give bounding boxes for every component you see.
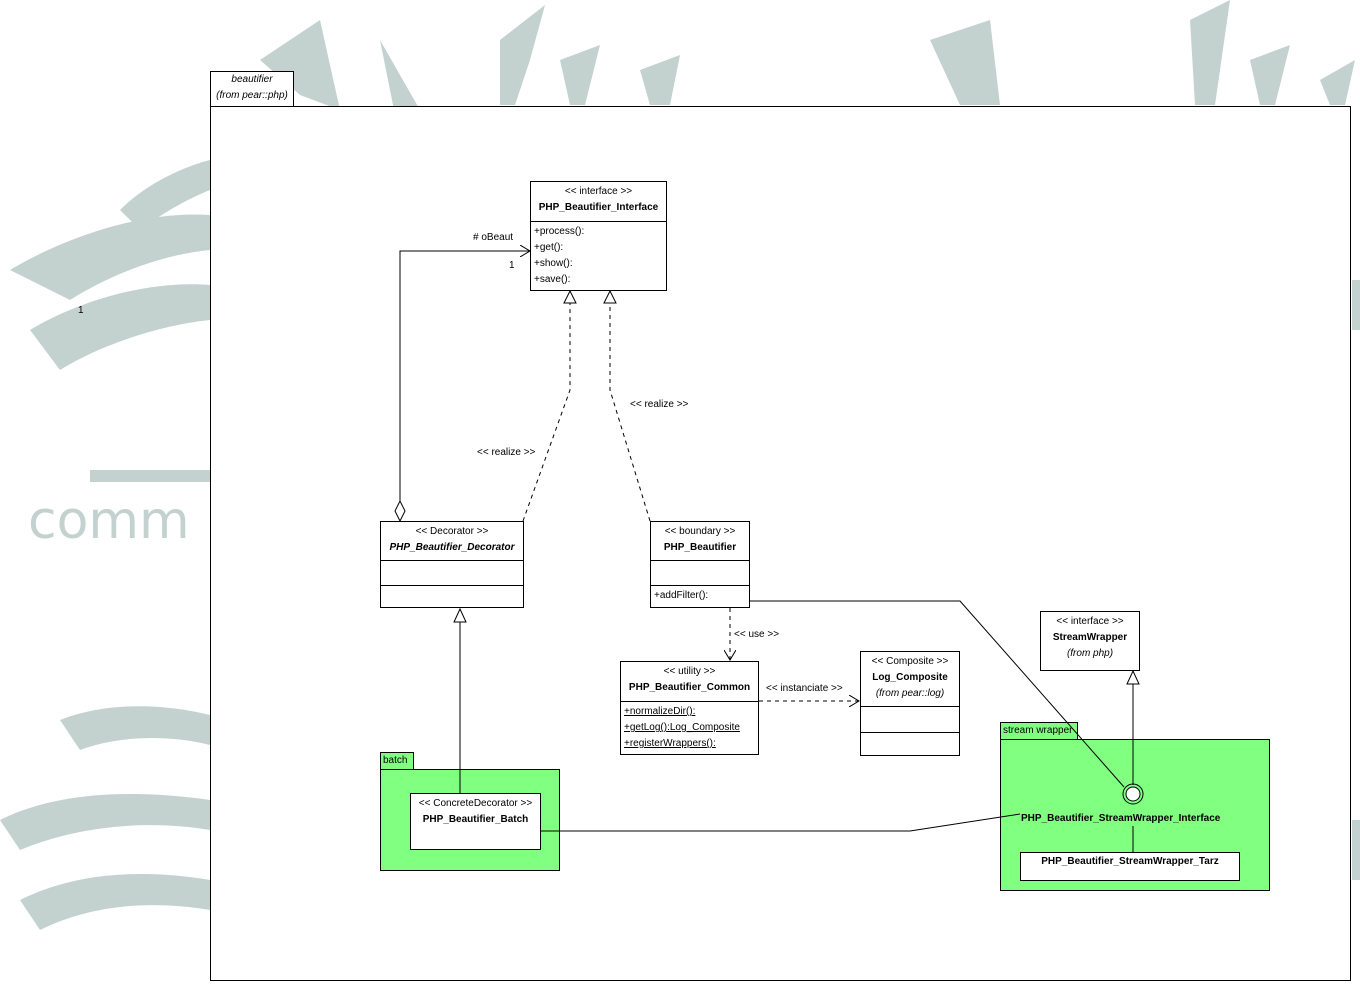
aggregation-line xyxy=(399,251,530,504)
class-origin: (from php) xyxy=(1066,648,1114,659)
beautifier-to-interface-line xyxy=(750,600,1125,788)
class-origin: (from pear::log) xyxy=(875,688,945,699)
operation: +normalizeDir(): xyxy=(624,706,696,717)
aggregation-diamond xyxy=(394,499,406,523)
class-php-beautifier[interactable]: << boundary >> PHP_Beautifier +addFilter… xyxy=(650,521,750,608)
package-beautifier-from: (from pear::php) xyxy=(216,90,288,101)
class-name: StreamWrapper xyxy=(1052,632,1128,643)
realize-left-line xyxy=(522,303,571,522)
generalization-sw-arrowhead xyxy=(1126,669,1140,685)
operation: +registerWrappers(): xyxy=(624,738,716,749)
stereotype: << interface >> xyxy=(1056,616,1124,627)
class-log-composite[interactable]: << Composite >> Log_Composite (from pear… xyxy=(860,651,960,756)
operation: +getLog():Log_Composite xyxy=(624,722,740,733)
watermark-text: comm xyxy=(28,491,190,551)
multiplicity-inner: 1 xyxy=(509,260,515,271)
multiplicity-outer: 1 xyxy=(78,305,84,316)
realize-right-arrowhead xyxy=(603,289,617,304)
class-php-beautifier-batch[interactable]: << ConcreteDecorator >> PHP_Beautifier_B… xyxy=(410,793,541,850)
operation: +get(): xyxy=(534,242,564,253)
interface-lollipop-outer xyxy=(1122,783,1144,805)
operation: +save(): xyxy=(534,274,571,285)
operation: +process(): xyxy=(534,226,585,237)
package-stream-wrapper-name: stream wrapper xyxy=(1003,725,1073,736)
stereotype: << Decorator >> xyxy=(415,526,489,537)
class-name: Log_Composite xyxy=(872,672,948,683)
stereotype: << utility >> xyxy=(663,666,716,677)
class-stream-wrapper[interactable]: << interface >> StreamWrapper (from php) xyxy=(1040,611,1140,671)
class-name: PHP_Beautifier xyxy=(663,542,737,553)
role-obeaut: # oBeaut xyxy=(473,232,514,243)
operations-section: +process(): +get(): +show(): +save(): xyxy=(531,221,666,292)
operation: +addFilter(): xyxy=(654,590,709,601)
label-instanciate: << instanciate >> xyxy=(766,683,843,694)
operations-section: +addFilter(): xyxy=(651,585,749,609)
operation: +show(): xyxy=(534,258,573,269)
operations-section xyxy=(381,585,523,609)
class-name: PHP_Beautifier_StreamWrapper_Tarz xyxy=(1041,856,1219,867)
label-use: << use >> xyxy=(734,629,780,640)
class-name: PHP_Beautifier_Decorator xyxy=(389,542,515,553)
class-php-beautifier-decorator[interactable]: << Decorator >> PHP_Beautifier_Decorator xyxy=(380,521,524,608)
operations-section xyxy=(861,732,959,757)
label-realize-right: << realize >> xyxy=(630,399,689,410)
attributes-section xyxy=(861,706,959,732)
label-realize-left: << realize >> xyxy=(477,447,536,458)
stereotype: << interface >> xyxy=(564,186,633,197)
class-php-beautifier-interface[interactable]: << interface >> PHP_Beautifier_Interface… xyxy=(530,181,667,291)
interface-php-beautifier-streamwrapper-interface[interactable]: PHP_Beautifier_StreamWrapper_Interface xyxy=(1021,813,1221,824)
interface-lollipop xyxy=(1125,786,1141,802)
attributes-section xyxy=(651,560,749,585)
realize-right-line xyxy=(609,303,651,522)
package-batch-name: batch xyxy=(383,755,408,766)
class-name: PHP_Beautifier_Common xyxy=(628,682,751,693)
class-name: PHP_Beautifier_Interface xyxy=(538,202,659,213)
operations-section: +normalizeDir(): +getLog():Log_Composite… xyxy=(621,701,758,756)
class-php-beautifier-streamwrapper-tarz[interactable]: PHP_Beautifier_StreamWrapper_Tarz xyxy=(1020,852,1240,881)
package-beautifier-name: beautifier xyxy=(231,74,273,85)
class-php-beautifier-common[interactable]: << utility >> PHP_Beautifier_Common +nor… xyxy=(620,661,759,755)
stereotype: << ConcreteDecorator >> xyxy=(418,798,533,809)
class-name: PHP_Beautifier_Batch xyxy=(422,814,529,825)
stereotype: << Composite >> xyxy=(871,656,949,667)
batch-to-sw-line xyxy=(540,813,1021,832)
stereotype: << boundary >> xyxy=(664,526,736,537)
realize-left-arrowhead xyxy=(563,289,577,304)
attributes-section xyxy=(381,560,523,585)
generalization-batch-arrowhead xyxy=(453,607,467,623)
